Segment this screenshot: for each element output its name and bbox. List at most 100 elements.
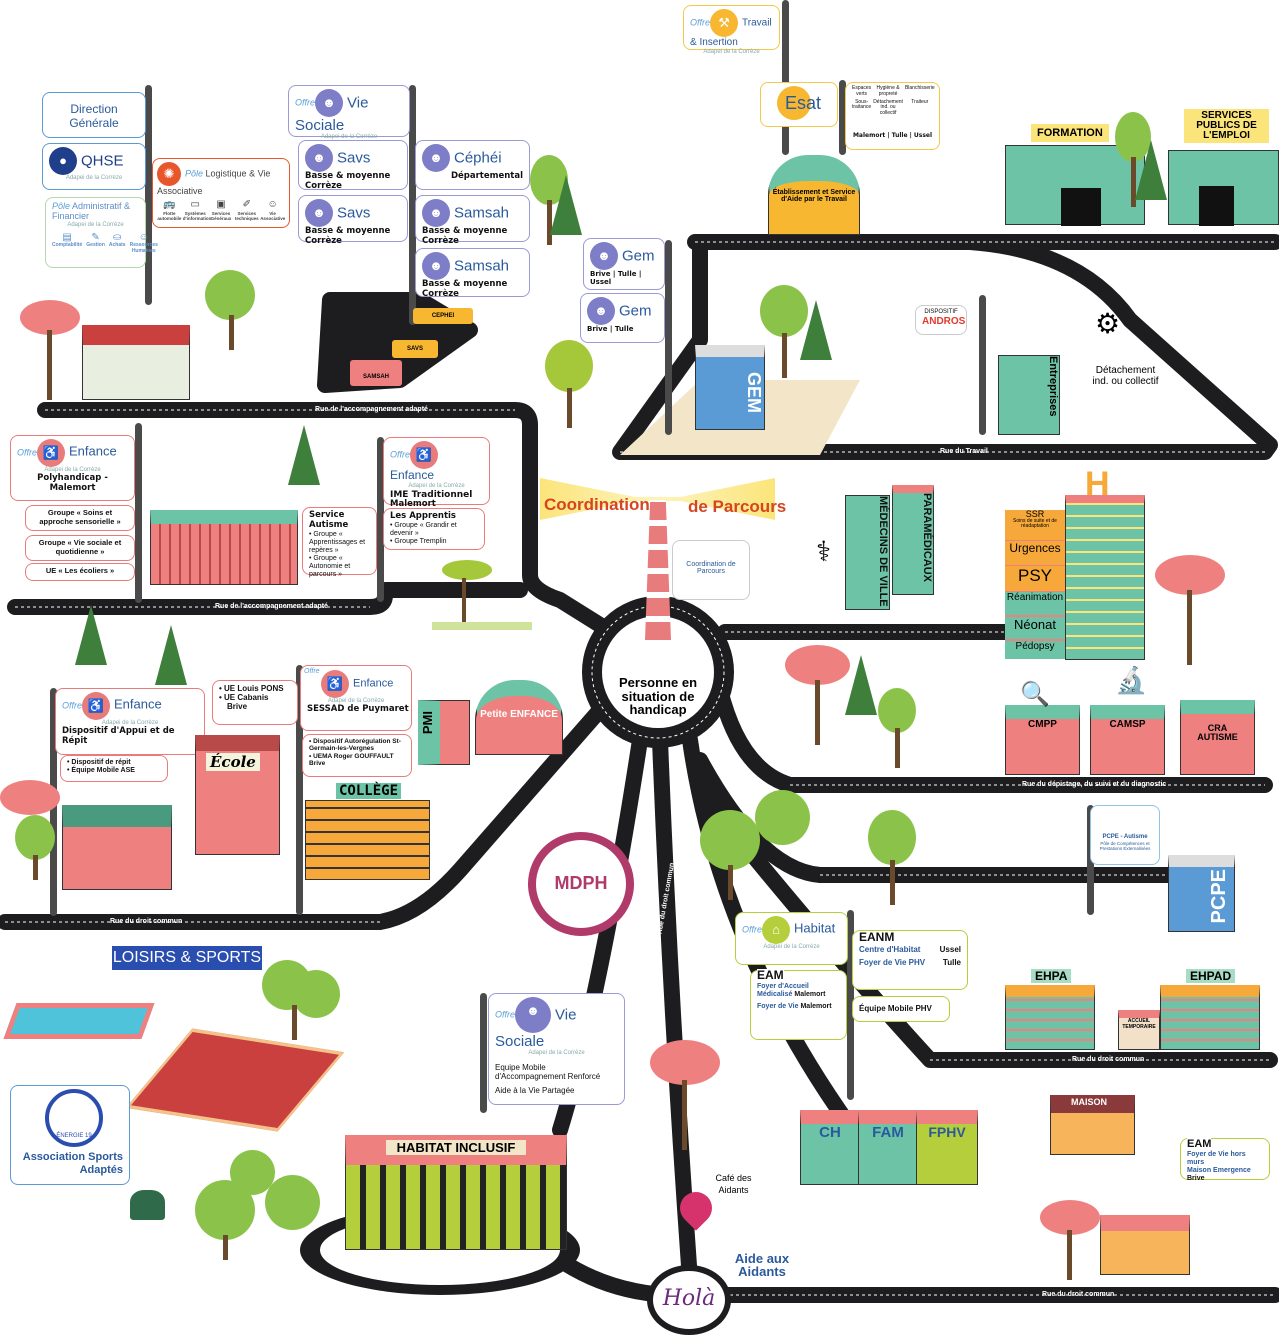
sign-group[interactable]: Groupe « Vie sociale et quotidienne » <box>25 535 135 561</box>
hola-logo[interactable]: Holà <box>647 1265 731 1335</box>
item: ☺Vie Associative <box>260 199 286 222</box>
magnifier-icon: 🔍 <box>1020 681 1050 708</box>
gem-logo-icon: ☻ <box>590 242 618 270</box>
group-people-icon: ⚙ <box>1095 308 1121 339</box>
cephei-logo-icon: ☻ <box>422 144 450 172</box>
fam-place: Malemort <box>794 990 826 998</box>
sign-label: QHSE <box>81 152 124 170</box>
sign-offre: Offre <box>390 449 411 460</box>
sign-phv[interactable]: Équipe Mobile PHV <box>852 996 950 1022</box>
college-building: COLLÈGE <box>305 783 430 880</box>
sign-label: Céphéi <box>454 149 502 167</box>
college-label: COLLÈGE <box>336 783 402 799</box>
item: 🚌Flotte automobile <box>157 199 182 222</box>
list-item: Dispositif Autorégulation St-Germain-les… <box>309 738 405 753</box>
sign-service-autisme[interactable]: Service AutismeGroupe « Apprentissages e… <box>302 507 377 578</box>
tree-icon <box>878 688 918 768</box>
mdph-logo[interactable]: MDPH <box>528 832 634 936</box>
tree-icon <box>545 340 595 430</box>
enfance-logo-icon: ♿ <box>410 441 439 469</box>
sign-logistique[interactable]: ✺Pôle Logistique & Vie Associative 🚌Flot… <box>152 158 290 228</box>
tree-icon <box>650 1040 720 1150</box>
sign-group[interactable]: UE « Les écoliers » <box>25 563 135 581</box>
sign-label: Logistique & Vie Associative <box>157 168 271 196</box>
item: ▭Systèmes d'information <box>182 199 212 222</box>
habitat-inclusif-label: HABITAT INCLUSIF <box>386 1140 526 1155</box>
road-accompagnement-2 <box>7 582 528 615</box>
ecole-building: École <box>195 735 280 855</box>
aide-aidants-label: Aide aux Aidants <box>734 1251 790 1279</box>
sign-offre: Offre <box>295 97 316 108</box>
sign-label: Esat <box>784 92 822 113</box>
sign-offre: Offre <box>62 700 83 711</box>
road-label: Rue du Travail <box>940 448 988 455</box>
gem-building: GEM <box>695 345 765 430</box>
qhse-logo-icon: ● <box>49 147 77 175</box>
road-commun-left <box>0 702 608 930</box>
row-name: Centre d'Habitat <box>859 944 921 954</box>
swimming-pool <box>3 1003 155 1039</box>
sign-pole: Pôle <box>52 201 71 211</box>
sign-esat[interactable]: Esat <box>760 82 838 127</box>
esat-logo-icon <box>776 86 811 120</box>
doctor-icon: ⚕ <box>816 536 832 567</box>
road-label: Rue de l'accompagnement adapté <box>215 603 328 610</box>
loisirs-sports-banner: LOISIRS & SPORTS <box>112 946 262 970</box>
sign-dar-items[interactable]: Dispositif de répitÉquipe Mobile ASE <box>60 755 168 782</box>
andros-label: ANDROS <box>922 315 966 327</box>
sign-group[interactable]: Groupe « Soins et approche sensorielle » <box>25 505 135 531</box>
road-label: Rue du droit commun <box>1042 1291 1115 1298</box>
item: ✎Gestion <box>86 231 105 249</box>
sign-sub: Pôle de Compétences et Prestations Exter… <box>1099 840 1151 852</box>
sign-direction-generale[interactable]: Direction Générale <box>42 92 146 138</box>
cmpp-building: CMPP <box>1005 705 1080 775</box>
sign-label: Direction Générale <box>69 102 119 130</box>
list-item: Aide à la Vie Partagée <box>495 1085 575 1095</box>
pine-tree-icon <box>75 605 107 665</box>
detachement-label: Détachement ind. ou collectif <box>1092 365 1159 387</box>
list-item: Dispositif de répit <box>67 759 161 767</box>
line: Foyer de Vie hors murs <box>1187 1150 1246 1166</box>
list-item: Groupe « Grandir et devenir » <box>390 522 478 538</box>
sign-label: Samsah <box>454 204 510 222</box>
enfance-logo-icon: ♿ <box>82 692 111 720</box>
sign-title: SESSAD de Puymaret <box>307 703 409 714</box>
sign-sessad-items[interactable]: Dispositif Autorégulation St-Germain-les… <box>302 734 412 777</box>
tree-icon <box>1040 1200 1100 1280</box>
ehpa-label: EHPA <box>1031 969 1072 983</box>
service: Blanchisserie <box>904 85 935 91</box>
sign-area: Basse & moyenne Corrèze <box>422 279 508 299</box>
sign-les-apprentis[interactable]: Les ApprentisGroupe « Grandir et devenir… <box>383 508 485 550</box>
sign-place: Malemort <box>390 499 436 510</box>
tree-icon <box>0 780 60 880</box>
sign-sub: Adapei de la Corrèze <box>67 221 124 228</box>
road-travail-loop <box>612 234 1278 460</box>
hospital-tower <box>1065 495 1145 660</box>
